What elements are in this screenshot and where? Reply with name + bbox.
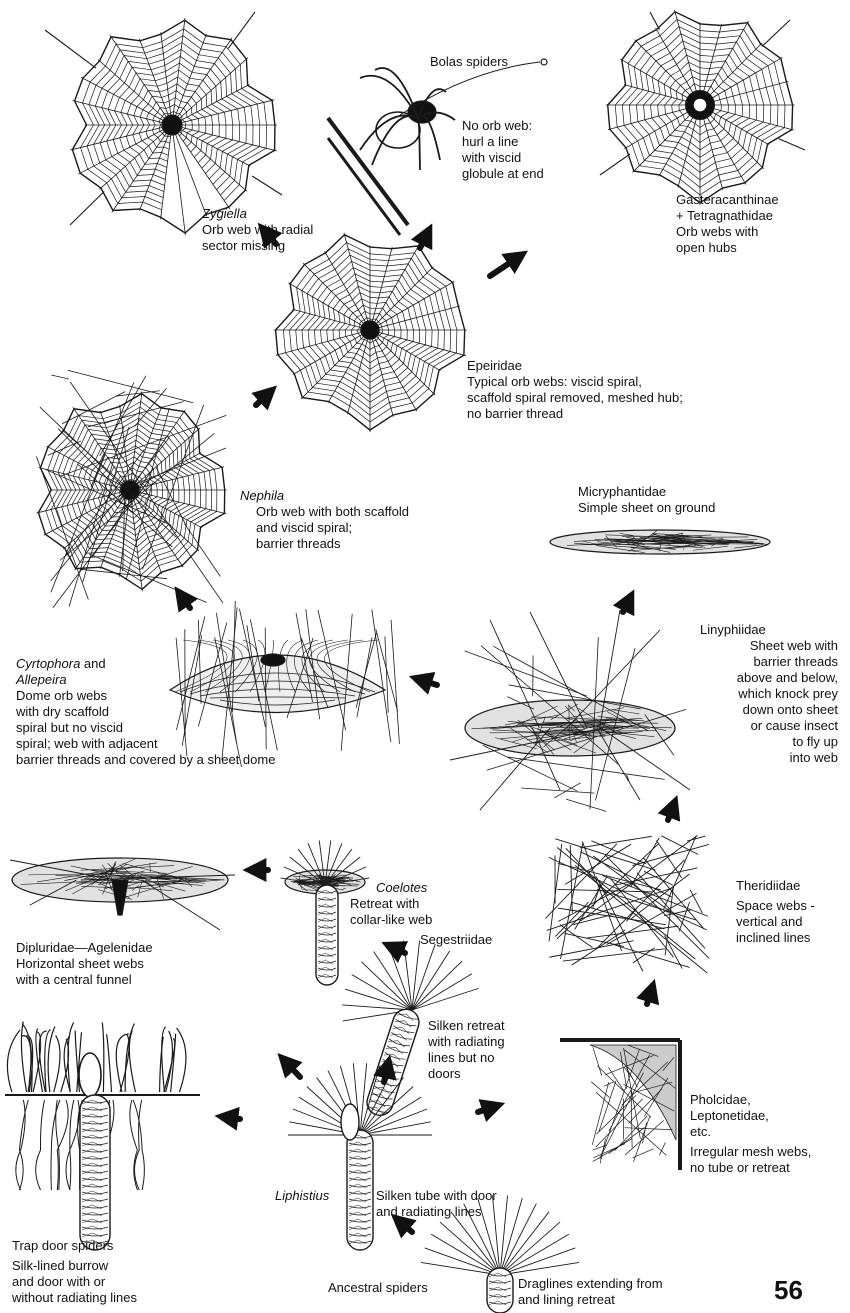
taxon-description: Typical orb webs: viscid spiral, scaffol…: [467, 374, 683, 422]
taxon-name: Cyrtophora: [16, 656, 80, 671]
taxon-description: No orb web: hurl a line with viscid glob…: [462, 118, 544, 182]
label-segestriidae-desc: Silken retreat with radiating lines but …: [428, 1018, 505, 1082]
taxon-description: Orb web with both scaffold and viscid sp…: [256, 504, 409, 552]
taxon-name: Epeiridae: [467, 358, 683, 374]
label-trap-door-spiders: Trap door spiders Silk-lined burrow and …: [12, 1238, 137, 1306]
label-nephila: Nephila Orb web with both scaffold and v…: [240, 488, 409, 552]
arrow-to-pholcidae: [478, 1106, 496, 1112]
arrow-to-liphistius: [398, 1220, 412, 1232]
label-segestriidae: Segestriidae: [420, 932, 492, 948]
taxon-name: Nephila: [240, 488, 409, 504]
arrow-to-theridiidae: [647, 988, 652, 1004]
page-number: 56: [774, 1275, 803, 1306]
label-ancestral-desc: Draglines extending from and lining retr…: [518, 1276, 663, 1308]
micryphantidae-sheet: [550, 530, 770, 554]
label-epeiridae: Epeiridae Typical orb webs: viscid spira…: [467, 358, 683, 422]
epeiridae-web: [274, 233, 467, 432]
taxon-name: Segestriidae: [420, 932, 492, 948]
theridiidae-space-web: [545, 835, 709, 973]
arrow-to-epeiridae: [256, 392, 270, 405]
taxon-name-2: Allepeira: [16, 672, 275, 688]
taxon-description: Retreat with collar-like web: [350, 896, 432, 928]
label-pholcidae: Pholcidae, Leptonetidae, etc. Irregular …: [690, 1092, 811, 1176]
label-micryphantidae: Micryphantidae Simple sheet on ground: [578, 484, 715, 516]
taxon-name: Coelotes: [376, 880, 432, 896]
arrow-to-gasteracanthinae: [490, 256, 520, 276]
taxon-name: Zygiella: [202, 206, 313, 222]
conjunction: and: [80, 656, 105, 671]
gasteracanthinae-web: [600, 10, 805, 205]
ancestral-retreat: [487, 1268, 513, 1313]
label-ancestral-spiders: Ancestral spiders: [328, 1280, 428, 1296]
label-linyphiidae: Linyphiidae Sheet web with barrier threa…: [700, 622, 838, 766]
taxon-description: Irregular mesh webs, no tube or retreat: [690, 1144, 811, 1176]
taxon-description: Silk-lined burrow and door with or witho…: [12, 1258, 137, 1306]
taxon-name: Theridiidae: [736, 878, 815, 894]
linyphiidae-sheet: [450, 610, 690, 810]
taxon-description: Dome orb webs with dry scaffold spiral b…: [16, 688, 275, 768]
arrow-to-bolas: [420, 232, 428, 248]
label-zygiella: Zygiella Orb web with radial sector miss…: [202, 206, 313, 254]
label-bolas-spiders: Bolas spiders: [430, 54, 508, 70]
dipluridae-funnel-web: [10, 858, 235, 930]
liphistius-radiating-lines: [288, 1063, 432, 1135]
taxon-name: Micryphantidae: [578, 484, 715, 500]
label-dipluridae: Dipluridae—Agelenidae Horizontal sheet w…: [16, 940, 153, 988]
coelotes-retreat: [316, 885, 338, 985]
liphistius-tube: [347, 1130, 373, 1250]
taxon-name: Ancestral spiders: [328, 1280, 428, 1295]
label-cyrtophora: Cyrtophora and Allepeira Dome orb webs w…: [16, 656, 275, 768]
taxon-description: Space webs - vertical and inclined lines: [736, 898, 815, 946]
label-bolas-desc: No orb web: hurl a line with viscid glob…: [462, 118, 544, 182]
taxon-description: Silken tube with door and radiating line…: [376, 1188, 497, 1220]
nephila-web: [36, 392, 226, 592]
label-liphistius-desc: Silken tube with door and radiating line…: [376, 1188, 497, 1220]
arrow-to-nephila: [180, 594, 190, 608]
taxon-description: Horizontal sheet webs with a central fun…: [16, 956, 153, 988]
arrow-to-cyrtophora: [418, 679, 437, 685]
arrow-to-coelotes: [390, 946, 405, 953]
arrow-to-linyphiidae: [668, 804, 674, 820]
taxon-description: Orb webs with open hubs: [676, 224, 779, 256]
taxon-description: Draglines extending from and lining retr…: [518, 1276, 663, 1308]
arrow-to-segestriidae: [384, 1064, 388, 1082]
segestriidae-radiating-lines: [342, 940, 478, 1021]
label-gasteracanthinae: Gasteracanthinae + Tetragnathidae Orb we…: [676, 192, 779, 256]
taxon-name: Dipluridae—Agelenidae: [16, 940, 153, 956]
liphistius-door: [341, 1104, 359, 1140]
taxon-description: Silken retreat with radiating lines but …: [428, 1018, 505, 1082]
taxon-name: Linyphiidae: [700, 622, 838, 638]
arrow-to-micryphantidae: [623, 598, 630, 612]
arrow-left-trap-door: [224, 1117, 240, 1119]
trap-door-tube: [80, 1095, 110, 1250]
label-theridiidae: Theridiidae Space webs - vertical and in…: [736, 878, 815, 946]
taxon-description: Sheet web with barrier threads above and…: [700, 638, 838, 766]
arrow-to-trap-door: [284, 1060, 300, 1077]
taxon-name: Gasteracanthinae + Tetragnathidae: [676, 192, 779, 224]
taxon-name: Bolas spiders: [430, 54, 508, 70]
taxon-name: Liphistius: [275, 1188, 329, 1203]
taxon-name: Trap door spiders: [12, 1238, 137, 1254]
zygiella-web: [45, 12, 282, 235]
taxon-description: Simple sheet on ground: [578, 500, 715, 516]
taxon-description: Orb web with radial sector missing: [202, 222, 313, 254]
label-liphistius: Liphistius: [275, 1188, 329, 1204]
label-coelotes: Coelotes Retreat with collar-like web: [350, 880, 432, 928]
taxon-name: Pholcidae, Leptonetidae, etc.: [690, 1092, 811, 1140]
